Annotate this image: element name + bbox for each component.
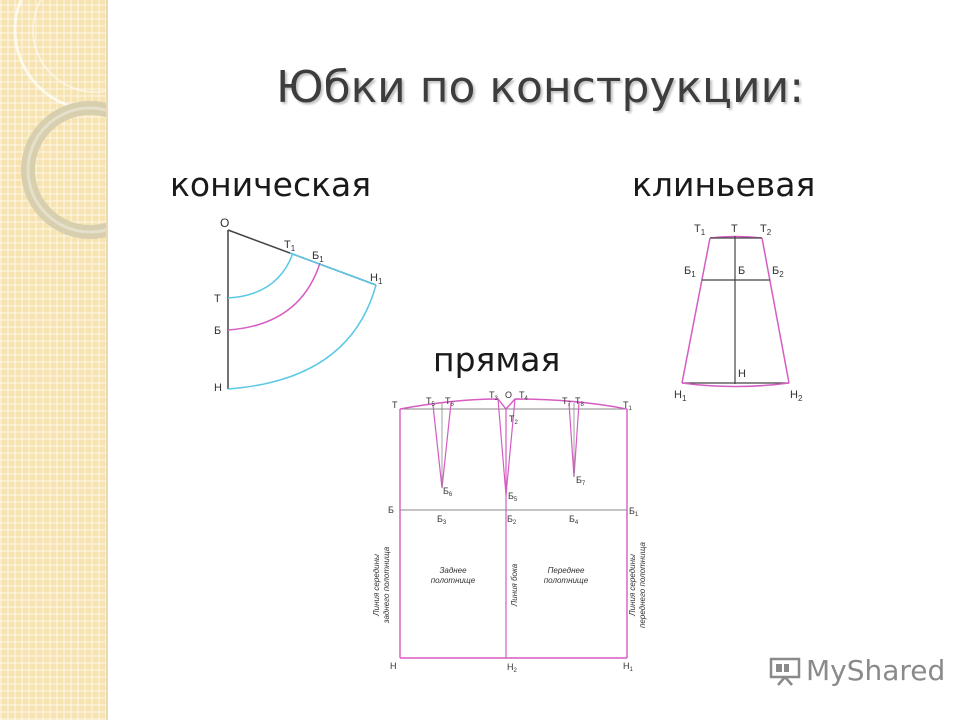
pt-B2: Б2: [507, 514, 517, 526]
pt-B: Б: [388, 505, 394, 515]
conical-hem-edge: [289, 252, 377, 286]
label-wedge: клиньевая: [632, 165, 816, 204]
wedge-right-side: [761, 237, 790, 384]
label-straight: прямая: [433, 340, 561, 379]
pt-H1: Н1: [674, 389, 687, 403]
pt-T6: Т6: [445, 396, 455, 408]
pt-B3: Б3: [437, 514, 447, 526]
presentation-board-icon: [769, 657, 801, 686]
pt-B1: Б1: [629, 506, 639, 518]
watermark-text: MyShared: [806, 654, 946, 687]
pt-H2: Н2: [790, 389, 803, 403]
pt-B1: Б1: [312, 250, 324, 264]
pt-T7: Т7: [562, 396, 572, 408]
pt-T2: Т2: [760, 223, 772, 237]
pt-T: Т: [392, 400, 398, 410]
pt-B7: Б7: [576, 475, 586, 487]
pt-T1: Т1: [284, 239, 296, 253]
slide-title: Юбки по конструкции:: [275, 62, 805, 113]
pt-T: Т: [214, 293, 221, 305]
pt-O: О: [505, 390, 512, 400]
straight-skirt-diagram: Т Т5 Т6 Т3 О Т4 Т7 Т8 Т1 Т2 Б6 Б5 Б7 Б Б…: [372, 390, 647, 674]
decorative-circles: [13, 0, 106, 239]
pt-T1: Т1: [694, 223, 706, 237]
side-dart: [497, 398, 516, 496]
pt-B5: Б5: [508, 491, 518, 503]
pt-T4: Т4: [519, 390, 529, 402]
pt-B: Б: [214, 325, 221, 337]
decorative-side-panel: [0, 0, 108, 720]
pt-T8: Т8: [575, 396, 585, 408]
wedge-skirt-diagram: Т1 Т Т2 Б1 Б Б2 Н Н1 Н2: [674, 223, 803, 403]
pt-T1: Т1: [623, 400, 633, 412]
conical-hip-arc: [227, 262, 321, 331]
conical-waist-arc: [227, 252, 294, 299]
pt-T5: Т5: [426, 396, 436, 408]
back-center-label: Линия серединызаднего полотнища: [372, 546, 391, 624]
pt-H1: Н1: [370, 272, 383, 286]
pt-H: Н: [738, 368, 746, 380]
pt-T2: Т2: [509, 414, 519, 426]
conical-skirt-diagram: О Т Б Н Т1 Б1 Н1: [214, 216, 383, 394]
watermark: MyShared: [768, 654, 945, 687]
pt-H2: Н2: [507, 662, 518, 674]
wedge-left-side: [681, 237, 711, 384]
side-line-label: Линия бока: [510, 563, 519, 607]
pt-O: О: [220, 216, 229, 230]
front-center-label: Линия серединыпереднего полотнища: [628, 541, 647, 628]
pt-B2: Б2: [772, 265, 784, 279]
straight-waist-curve: [399, 398, 628, 411]
pt-B6: Б6: [443, 486, 453, 498]
pt-B: Б: [738, 265, 745, 277]
label-conical: коническая: [170, 165, 372, 204]
pt-H1: Н1: [623, 661, 634, 673]
pt-B4: Б4: [569, 514, 579, 526]
pt-B1: Б1: [684, 265, 696, 279]
pt-H: Н: [390, 661, 397, 671]
pt-T: Т: [731, 223, 738, 235]
wedge-hem-curve: [681, 382, 790, 388]
pt-T3: Т3: [489, 390, 499, 402]
pt-H: Н: [214, 382, 222, 394]
conical-hem-arc: [227, 284, 377, 390]
